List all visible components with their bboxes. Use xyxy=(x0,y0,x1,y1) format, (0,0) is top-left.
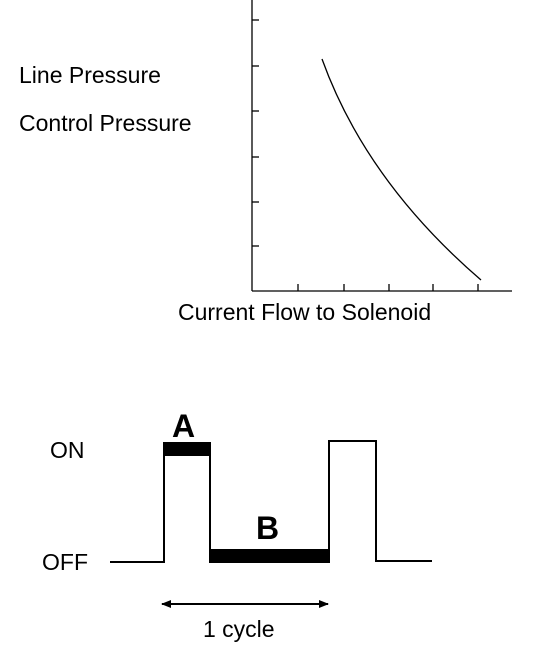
off-label: OFF xyxy=(42,549,88,575)
marker-a: A xyxy=(172,408,195,444)
x-axis-ticks xyxy=(297,284,479,291)
cycle-label: 1 cycle xyxy=(203,616,275,642)
on-label: ON xyxy=(50,437,85,463)
x-axis-label: Current Flow to Solenoid xyxy=(178,299,431,325)
pressure-curve xyxy=(321,58,482,281)
control-pressure-label: Control Pressure xyxy=(19,110,192,136)
line-pressure-label: Line Pressure xyxy=(19,62,161,88)
duty-cycle-diagram: ON OFF A B 1 cycle xyxy=(42,408,432,642)
marker-b: B xyxy=(256,510,279,546)
on-time-bar-a xyxy=(164,443,210,456)
pressure-graph: Line Pressure Control Pressure Current F… xyxy=(19,0,512,325)
off-time-bar-b xyxy=(210,549,329,562)
y-axis-ticks xyxy=(252,19,259,247)
